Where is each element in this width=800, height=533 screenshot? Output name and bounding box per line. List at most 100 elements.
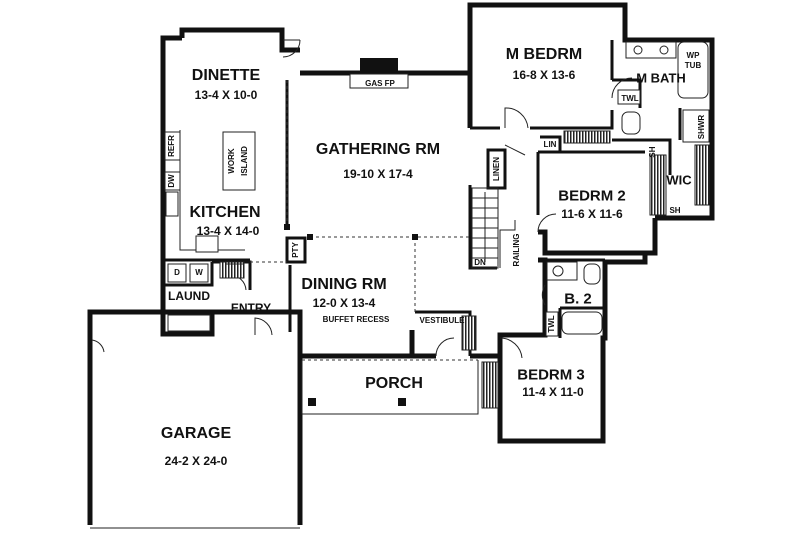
- door-dinette[interactable]: [282, 39, 301, 58]
- dryer: [167, 263, 187, 283]
- w-label: W: [195, 268, 203, 277]
- master-bedroom-name: M BEDRM: [505, 46, 583, 63]
- twl-master-label: TWL: [621, 94, 639, 103]
- laundry-name: LAUND: [168, 289, 210, 303]
- whirlpool-tub: [677, 41, 709, 99]
- fireplace-hearth: [360, 58, 398, 74]
- railing: [499, 220, 516, 268]
- work-island: [222, 131, 256, 191]
- porch-post-right: [398, 398, 406, 406]
- bedroom3-closet: [481, 361, 499, 409]
- refr-label: REFR: [167, 135, 176, 157]
- wic-shelf-1: [649, 154, 667, 216]
- exterior-wall-garage: [87, 309, 303, 525]
- exterior-wall-west: [160, 35, 215, 337]
- laundry-counter: [167, 314, 211, 332]
- tub-label: TUB: [684, 61, 702, 70]
- kitchen-name: KITCHEN: [189, 204, 261, 221]
- dishwasher: [164, 171, 181, 191]
- door-bedroom3[interactable]: [499, 337, 523, 359]
- exterior-wall-dinette-top: [179, 27, 300, 53]
- master-bedroom-dims: 16-8 X 13-6: [512, 68, 576, 82]
- laundry-wall: [165, 262, 214, 287]
- door-bath2[interactable]: [541, 284, 546, 306]
- gas-fp-label: GAS FP: [365, 79, 395, 88]
- dw-label: DW: [167, 174, 176, 188]
- towel-master: [617, 89, 641, 105]
- bedroom2-dims: 11-6 X 11-6: [561, 207, 623, 221]
- lin-closet: [540, 135, 562, 152]
- twl-bath2-label: TWL: [547, 315, 556, 333]
- pantry-closet: [225, 263, 245, 279]
- shwr-label: SHWR: [697, 114, 706, 140]
- bath2-tub: [561, 311, 603, 335]
- porch-post-left: [308, 398, 316, 406]
- dining-wall-south: [300, 330, 415, 359]
- dinette-dims: 13-4 X 10-0: [194, 88, 258, 102]
- kitchen-sink: [165, 191, 179, 217]
- dn-label: DN: [474, 258, 486, 267]
- master-closet-wall: [612, 138, 672, 175]
- buffet-recess-label: BUFFET RECESS: [322, 315, 390, 324]
- porch-name: PORCH: [365, 375, 423, 392]
- door-vestibule[interactable]: [435, 337, 455, 357]
- door-master-bedroom[interactable]: [504, 107, 529, 129]
- exterior-wall-bath2: [497, 253, 648, 444]
- door-bedroom2[interactable]: [537, 213, 557, 233]
- washer: [189, 263, 209, 283]
- stair-wall: [468, 185, 497, 270]
- exterior-wall-bedroom2: [538, 218, 658, 256]
- shower: [682, 109, 710, 143]
- wp-label: WP: [686, 51, 700, 60]
- sh-upper-label: SH: [648, 146, 657, 158]
- kitchen-counter: [179, 130, 245, 251]
- sink-2: [659, 45, 669, 55]
- column-2: [307, 234, 313, 240]
- master-closet-hatch: [563, 130, 611, 144]
- gathering-room-name: GATHERING RM: [315, 141, 441, 158]
- dining-room-dims: 12-0 X 13-4: [312, 296, 376, 310]
- garage-dims: 24-2 X 24-0: [164, 454, 228, 468]
- door-closet[interactable]: [504, 144, 526, 156]
- fireplace-box: [349, 73, 409, 89]
- master-bath-name: M BATH: [636, 70, 686, 86]
- railing-label: RAILING: [512, 233, 521, 267]
- island-label: ISLAND: [240, 146, 249, 176]
- range: [195, 235, 219, 253]
- d-label: D: [174, 268, 180, 277]
- towel-bath2: [545, 311, 559, 337]
- sh-lower-label: SH: [669, 206, 681, 215]
- kitchen-dims: 13-4 X 14-0: [196, 224, 260, 238]
- bath2-sink: [552, 265, 564, 277]
- gathering-room-dims: 19-10 X 17-4: [343, 167, 413, 181]
- bedroom3-dims: 11-4 X 11-0: [522, 385, 584, 399]
- bedroom2-name: BEDRM 2: [558, 187, 626, 205]
- refrigerator: [164, 131, 181, 161]
- porch-outline: [301, 360, 479, 415]
- pty-label: PTY: [291, 242, 300, 258]
- door-garage[interactable]: [91, 339, 105, 353]
- dining-room-name: DINING RM: [301, 276, 387, 293]
- column-1: [284, 224, 290, 230]
- exterior-wall-bedroom3-west: [497, 257, 548, 410]
- exterior-wall-master-bedroom: [467, 2, 715, 221]
- vestibule-closet: [461, 315, 477, 351]
- door-entry[interactable]: [254, 317, 273, 336]
- garage-name: GARAGE: [160, 425, 232, 442]
- master-bedroom-south-wall-2: [530, 110, 614, 130]
- toilet-master: [621, 111, 641, 135]
- work-label: WORK: [227, 148, 236, 174]
- door-master-bath[interactable]: [611, 77, 633, 99]
- dinette-name: DINETTE: [191, 67, 261, 84]
- stair: [471, 187, 499, 269]
- bedroom3-name: BEDRM 3: [517, 366, 585, 384]
- linen-closet: [486, 148, 507, 190]
- entry-name: ENTRY: [230, 301, 272, 315]
- lin-label: LIN: [543, 140, 557, 149]
- column-3: [412, 234, 418, 240]
- toilet-bath2: [583, 263, 601, 285]
- vestibule-name: VESTIBULE: [419, 316, 465, 325]
- linen-label: LINEN: [492, 157, 501, 181]
- wic-name: WIC: [666, 172, 692, 188]
